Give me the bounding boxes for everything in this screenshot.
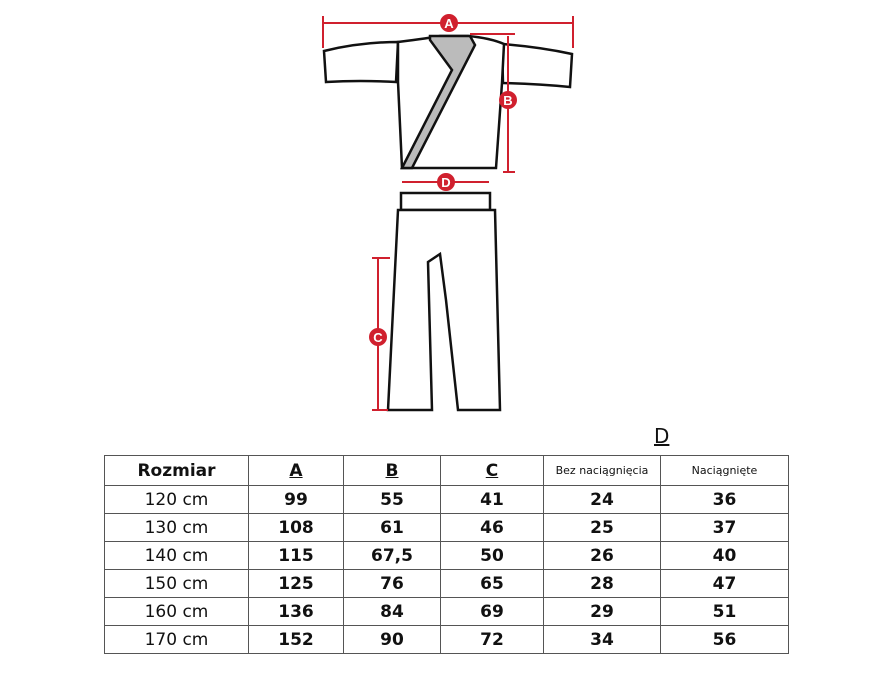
- table-cell: 72: [440, 625, 544, 654]
- label-d: D: [441, 175, 450, 190]
- jacket-left-sleeve: [322, 40, 400, 84]
- table-header: Rozmiar A B C Bez naciągnięcia Naciągnię…: [104, 455, 789, 486]
- size-table: Rozmiar A B C Bez naciągnięcia Naciągnię…: [104, 455, 789, 654]
- table-cell: 76: [343, 569, 441, 598]
- table-cell: 24: [543, 485, 661, 514]
- table-cell: 25: [543, 513, 661, 542]
- belt: [399, 191, 492, 212]
- jacket-lapel: [399, 34, 477, 170]
- marker-a: [440, 14, 458, 32]
- header-unstretched: Bez naciągnięcia: [543, 455, 661, 486]
- marker-d: [437, 173, 455, 191]
- label-c: C: [373, 330, 383, 345]
- table-cell: 61: [343, 513, 441, 542]
- table-cell: 46: [440, 513, 544, 542]
- table-cell: 51: [660, 597, 789, 626]
- table-cell: 120 cm: [104, 485, 249, 514]
- table-cell: 125: [248, 569, 344, 598]
- table-cell: 65: [440, 569, 544, 598]
- header-size: Rozmiar: [104, 455, 249, 486]
- header-b: B: [385, 460, 399, 481]
- table-cell: 47: [660, 569, 789, 598]
- table-cell: 140 cm: [104, 541, 249, 570]
- table-cell: 90: [343, 625, 441, 654]
- table-cell: 36: [660, 485, 789, 514]
- table-cell: 160 cm: [104, 597, 249, 626]
- marker-c: [369, 328, 387, 346]
- jacket-right-sleeve: [500, 42, 574, 89]
- pants: [386, 208, 502, 412]
- label-a: A: [444, 16, 454, 31]
- table-cell: 152: [248, 625, 344, 654]
- table-cell: 50: [440, 541, 544, 570]
- table-cell: 56: [660, 625, 789, 654]
- gi-illustration: A B D C: [322, 14, 574, 412]
- table-cell: 41: [440, 485, 544, 514]
- table-cell: 40: [660, 541, 789, 570]
- table-cell: 115: [248, 541, 344, 570]
- table-cell: 67,5: [343, 541, 441, 570]
- table-cell: 84: [343, 597, 441, 626]
- header-c: C: [485, 460, 499, 481]
- table-cell: 55: [343, 485, 441, 514]
- table-cell: 28: [543, 569, 661, 598]
- table-cell: 170 cm: [104, 625, 249, 654]
- table-cell: 136: [248, 597, 344, 626]
- group-label-d: D: [654, 424, 670, 448]
- label-b: B: [503, 93, 512, 108]
- marker-b: [499, 91, 517, 109]
- table-cell: 34: [543, 625, 661, 654]
- table-cell: 130 cm: [104, 513, 249, 542]
- table-cell: 37: [660, 513, 789, 542]
- table-cell: 150 cm: [104, 569, 249, 598]
- table-cell: 108: [248, 513, 344, 542]
- table-cell: 99: [248, 485, 344, 514]
- table-cell: 69: [440, 597, 544, 626]
- table-cell: 26: [543, 541, 661, 570]
- header-stretched: Naciągnięte: [660, 455, 789, 486]
- table-cell: 29: [543, 597, 661, 626]
- header-a: A: [289, 460, 303, 481]
